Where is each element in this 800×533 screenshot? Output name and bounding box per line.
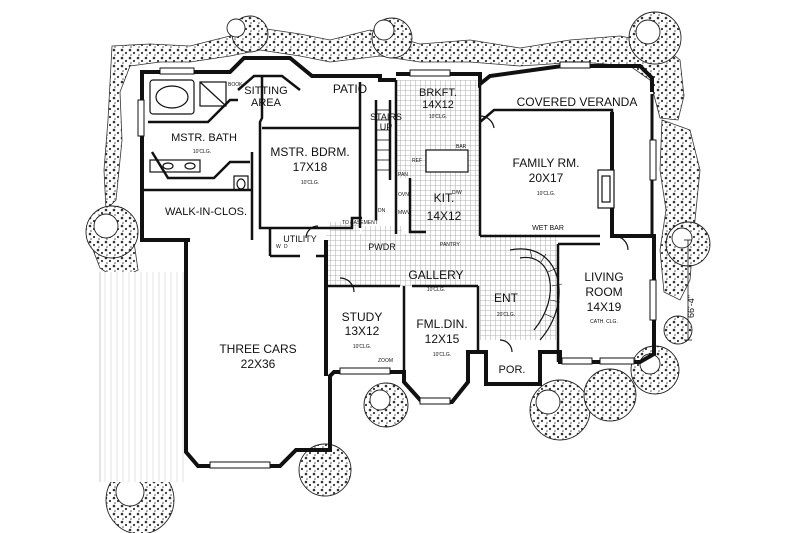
bath-vanity [149,159,201,173]
room-study-name: STUDY [342,310,383,324]
room-kit-size: 14X12 [427,209,462,223]
room-family-name: FAMILY RM. [513,156,580,170]
room-sitting-name2: AREA [251,97,282,109]
label-zoom: ZOOM [378,358,393,364]
room-living-clg: CATH. CLG. [590,319,618,325]
room-mstr-bdrm-size: 17X18 [293,160,328,174]
label-pan: PAN [398,172,408,178]
room-brkft-name: BRKFT. [419,87,457,99]
stair-floor [330,222,360,252]
kitchen-island [425,149,469,173]
dimension-line [684,239,692,341]
room-three-cars-size: 22X36 [241,357,276,371]
room-stairs-name2: UP [380,122,393,132]
room-veranda-name: COVERED VERANDA [517,95,638,109]
outer-wall-north-west [140,56,396,242]
shrub-top-right [628,11,682,65]
shrub-top-left [226,15,269,53]
room-walk-in-name: WALK-IN-CLOS. [165,206,247,218]
room-living-size: 14X19 [587,300,622,314]
ent-floor [480,286,556,340]
room-pwdr-name: PWDR [368,242,396,252]
room-gallery-clg: 10'CLG. [427,287,445,293]
room-family-size: 20X17 [529,171,564,185]
hedge-east [659,119,701,301]
label-dw: D/W [452,190,462,196]
shrub-bottom-left [105,465,175,533]
label-ref: REF [412,158,422,164]
driveway [100,272,184,482]
room-living-name2: ROOM [585,285,622,299]
room-fml-din-name: FML.DIN. [416,317,467,331]
label-dry: D [284,244,288,250]
room-stairs-name: STAIRS [370,112,402,122]
room-mstr-bdrm-clg: 10'CLG. [301,180,319,186]
label-mwv: MWV [398,210,411,216]
room-sitting-name: SITTING [244,85,287,97]
room-kit-name: KIT. [434,191,455,205]
room-por-name: POR. [499,364,526,376]
room-mstr-bdrm-name: MSTR. BDRM. [270,145,349,159]
bathtub [149,79,195,115]
room-three-cars-name: THREE CARS [219,342,296,356]
room-brkft-clg: 10'CLG. [429,114,447,120]
fixtures [149,79,629,353]
room-wet-bar-name: WET BAR [532,225,564,232]
annotation-labels: BOOK TO BASEMENT DN BAR REF D/W PAN OVN … [228,82,467,364]
room-fml-din-size: 12X15 [425,332,460,346]
room-family-clg: 10'CLG. [537,191,555,197]
room-ent-clg: 20'CLG. [497,312,515,318]
windows [137,61,657,469]
room-brkft-size: 14X12 [422,99,454,111]
shrub-top-center [371,17,413,59]
room-mstr-bath-name: MSTR. BATH [171,132,237,144]
room-fml-din-clg: 10'CLG. [433,352,451,358]
room-gallery-name: GALLERY [408,268,463,282]
label-dn: DN [378,208,386,214]
room-ent-name: ENT [494,291,519,305]
dimension-depth: 66'-4" [686,295,696,318]
room-labels: SITTING AREA PATIO BRKFT. 14X12 10'CLG. … [165,82,637,376]
room-mstr-bath-clg: 10'CLG. [193,149,211,155]
label-ovn: OVN [398,192,409,198]
room-patio-name: PATIO [333,82,367,96]
room-utility-name: UTILITY [283,234,317,244]
label-bar: BAR [456,144,467,150]
label-book: BOOK [228,82,243,88]
room-study-clg: 10'CLG. [353,344,371,350]
outer-wall-north-east [396,64,654,92]
kit-floor [410,178,480,234]
shrub-bottom-mid [298,382,409,497]
room-study-size: 13X12 [345,324,380,338]
curved-staircase [509,248,560,341]
room-living-name: LIVING [584,270,623,284]
label-to-basement: TO BASEMENT [342,220,378,226]
shrub-west-tree [85,205,139,259]
label-wet: W [276,244,281,250]
label-pantry: PANTRY [440,242,460,248]
